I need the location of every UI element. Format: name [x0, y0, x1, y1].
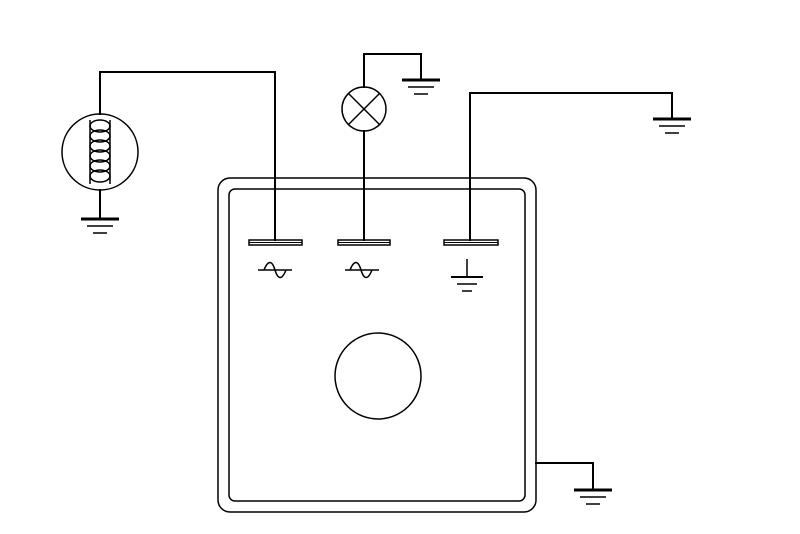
- ground-housing: [574, 488, 612, 505]
- coil-icon: [61, 113, 139, 191]
- ground-lamp: [402, 78, 440, 95]
- ac-symbol-icon: [258, 261, 292, 279]
- ground-terminal-3: [653, 117, 691, 134]
- wires: [99, 53, 673, 490]
- circle-icon: [334, 332, 422, 420]
- housing: [217, 177, 537, 513]
- ground-coil: [81, 217, 119, 234]
- lamp-icon: [341, 86, 387, 132]
- ground-icon: [451, 259, 483, 292]
- ac-symbol-icon: [345, 261, 379, 279]
